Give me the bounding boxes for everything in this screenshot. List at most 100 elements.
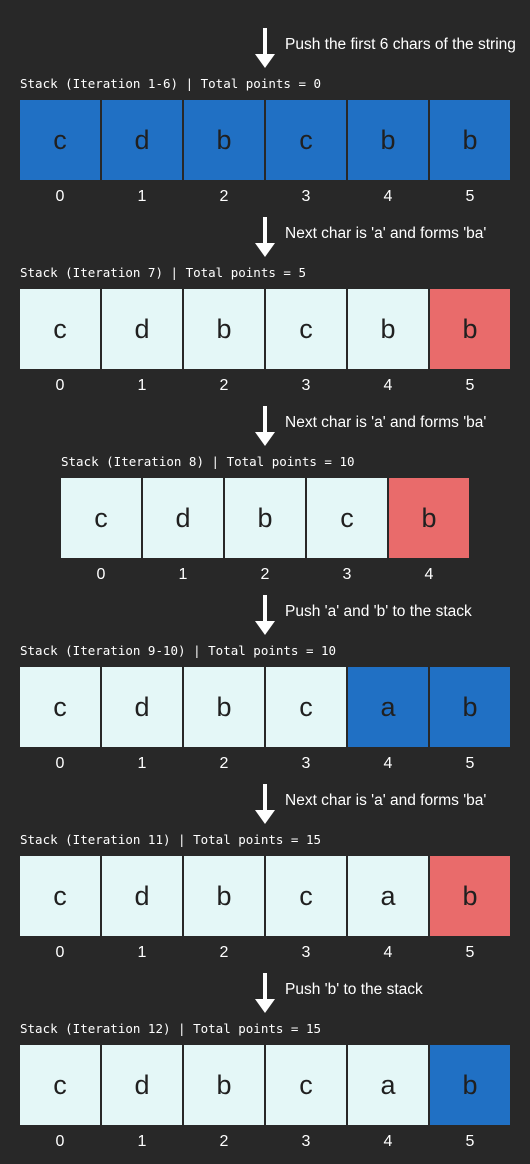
stack-step: Next char is 'a' and forms 'ba' Stack (It… [0,756,530,961]
stack-index: 2 [219,944,229,961]
stack-cell-normal: b [225,478,305,558]
stack-cell-normal: c [61,478,141,558]
down-arrow-icon [255,217,275,259]
stack-cell-normal: d [102,856,182,936]
stack-cell-pop: b [430,856,510,936]
stack-index: 4 [383,944,393,961]
stack-index: 4 [424,566,434,583]
stack-index: 1 [178,566,188,583]
stack-cell-normal: b [348,289,428,369]
stack-cell-normal: d [143,478,223,558]
down-arrow-icon [255,28,275,70]
stack-step: Next char is 'a' and forms 'ba' Stack (It… [0,189,530,394]
stack-cell-normal: c [266,1045,346,1125]
step-note: Next char is 'a' and forms 'ba' [285,414,487,431]
stack-index: 3 [301,377,311,394]
step-note: Next char is 'a' and forms 'ba' [285,225,487,242]
down-arrow-icon [255,595,275,637]
stack-cell-push: a [348,667,428,747]
stack-index: 4 [383,755,393,772]
stack-index: 4 [383,1133,393,1150]
stack-label: Stack (Iteration 11) | Total points = 15 [20,832,322,847]
stack-cell-normal: d [102,667,182,747]
down-arrow-icon [255,406,275,448]
stack-cell-normal: c [266,856,346,936]
stack-index: 0 [55,188,65,205]
stack-cell-push: c [266,100,346,180]
step-note: Push 'a' and 'b' to the stack [285,603,472,620]
stack-index: 5 [465,1133,475,1150]
stack-index: 3 [342,566,352,583]
stack-index: 2 [260,566,270,583]
step-note: Next char is 'a' and forms 'ba' [285,792,487,809]
stack-index: 5 [465,188,475,205]
stack-cell-push: b [348,100,428,180]
stack-index: 0 [55,944,65,961]
step-note: Push the first 6 chars of the string [285,36,516,53]
stack-cell-normal: c [307,478,387,558]
stack-index: 1 [137,755,147,772]
stack-label: Stack (Iteration 7) | Total points = 5 [20,265,306,280]
down-arrow-icon [255,973,275,1015]
stack-cell-normal: b [184,667,264,747]
stack-cell-normal: c [20,289,100,369]
stack-step: Next char is 'a' and forms 'ba' Stack (It… [0,378,530,583]
stack-label: Stack (Iteration 9-10) | Total points = … [20,643,337,658]
stack-cell-normal: a [348,1045,428,1125]
stack-label: Stack (Iteration 12) | Total points = 15 [20,1021,322,1036]
stack-cell-normal: b [184,856,264,936]
stack-index: 3 [301,1133,311,1150]
stack-cell-pop: b [430,289,510,369]
stack-index: 5 [465,944,475,961]
stack-index: 0 [55,755,65,772]
stack-cell-normal: d [102,289,182,369]
stack-cell-normal: c [266,289,346,369]
stack-cell-push: b [184,100,264,180]
stack-index: 3 [301,188,311,205]
stack-index: 0 [55,377,65,394]
stack-index: 1 [137,1133,147,1150]
stack-index: 2 [219,1133,229,1150]
stack-index-row: 0 1 2 3 4 5 [20,1132,510,1152]
stack-index: 0 [96,566,106,583]
stack-cell-push: c [20,100,100,180]
stack-cell-normal: b [184,1045,264,1125]
stack-cell-normal: c [20,856,100,936]
stack-cell-push: b [430,100,510,180]
down-arrow-icon [255,784,275,826]
stack-index: 1 [137,377,147,394]
stack-cell-normal: c [20,667,100,747]
stack-index-row: 0 1 2 3 4 5 [20,187,510,207]
stack-label: Stack (Iteration 1-6) | Total points = 0 [20,76,322,91]
stack-cell-normal: c [266,667,346,747]
stack-cell-normal: c [20,1045,100,1125]
stack-cell-push: d [102,100,182,180]
stack-index: 0 [55,1133,65,1150]
stack-cell-normal: a [348,856,428,936]
stack-index: 2 [219,188,229,205]
stack-index: 3 [301,755,311,772]
stack-index: 4 [383,188,393,205]
stack-label: Stack (Iteration 8) | Total points = 10 [61,454,355,469]
stack-index: 1 [137,188,147,205]
stack-cell-push: b [430,667,510,747]
stack-cell-push: b [430,1045,510,1125]
stack-index: 1 [137,944,147,961]
step-note: Push 'b' to the stack [285,981,423,998]
stack-index: 2 [219,755,229,772]
stack-index-row: 0 1 2 3 4 [61,565,469,585]
stack-cell-pop: b [389,478,469,558]
stack-index: 4 [383,377,393,394]
